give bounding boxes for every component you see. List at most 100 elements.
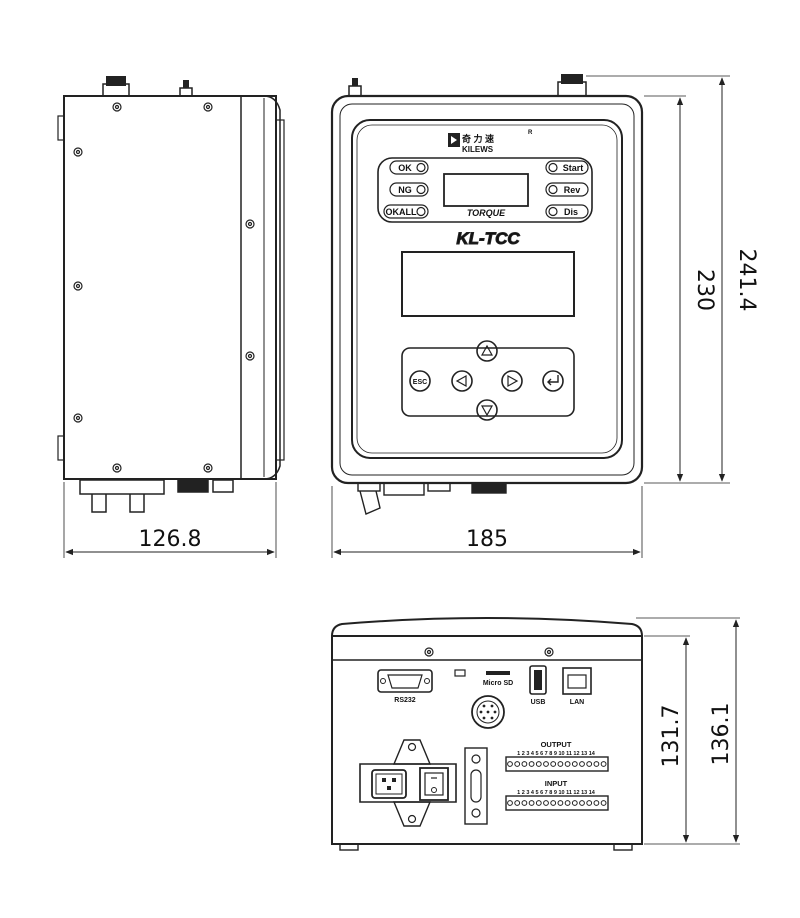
arrow-left-icon: [455, 374, 467, 388]
left-button[interactable]: [451, 370, 473, 392]
terminal-pin: [564, 800, 571, 806]
terminal-pin: [528, 800, 535, 806]
svg-text:OKALL: OKALL: [386, 207, 417, 217]
svg-text:USB: USB: [531, 699, 546, 706]
top-connector: [561, 74, 583, 84]
bottom-connectors: [79, 479, 234, 513]
terminal-pin: [571, 761, 578, 767]
svg-text:LAN: LAN: [570, 699, 584, 706]
screw-icon: [112, 463, 122, 473]
model-label: KL-TCC: [456, 229, 520, 248]
microsd-slot[interactable]: Micro SD: [483, 671, 513, 687]
side-width-dimension: 126.8: [139, 527, 202, 552]
terminal-pin: [535, 800, 542, 806]
screw-icon: [245, 351, 255, 361]
arrow-right-icon: [507, 374, 519, 388]
svg-text:1 2 3 4 5 6 7 8 9 10 11 12 13: 1 2 3 4 5 6 7 8 9 10 11 12 13 14: [517, 751, 596, 757]
right-button[interactable]: [501, 370, 523, 392]
terminal-pin: [579, 761, 585, 767]
enter-icon: [547, 375, 559, 386]
led-icon: [548, 206, 558, 217]
led-icon: [548, 184, 558, 195]
terminal-pin: [564, 761, 571, 767]
svg-text:Rev: Rev: [564, 185, 581, 195]
led-icon: [416, 184, 426, 195]
output-terminal[interactable]: OUTPUT 1 2 3 4 5 6 7 8 9 10 11 12 13 14: [505, 740, 609, 772]
screw-icon: [73, 281, 83, 291]
svg-text:NG: NG: [398, 185, 412, 195]
terminal-pin: [521, 761, 528, 767]
svg-text:Start: Start: [563, 163, 584, 173]
svg-text:ESC: ESC: [413, 379, 427, 386]
terminal-pin: [579, 800, 585, 806]
terminal-pin: [543, 800, 549, 806]
svg-text:INPUT: INPUT: [545, 779, 568, 788]
rs232-port[interactable]: RS232: [377, 669, 433, 704]
indicator-rev: Rev: [545, 182, 589, 197]
input-terminal[interactable]: INPUT 1 2 3 4 5 6 7 8 9 10 11 12 13 14: [505, 779, 609, 811]
terminal-pin: [557, 800, 564, 806]
esc-button[interactable]: ESC: [409, 370, 431, 392]
up-button[interactable]: [476, 340, 498, 362]
top-pin: [352, 78, 358, 86]
indicator-frame: [377, 157, 593, 223]
led-icon: [416, 206, 426, 217]
svg-text:R: R: [528, 130, 533, 136]
terminal-pin: [557, 761, 564, 767]
status-led: [454, 669, 466, 677]
power-inlet[interactable]: [359, 739, 457, 827]
back-body: [331, 635, 643, 845]
terminal-pin: [550, 800, 557, 806]
terminal-pin: [543, 761, 549, 767]
enter-button[interactable]: [542, 370, 564, 392]
back-view: RS232 Micro SD USB LAN: [331, 617, 740, 851]
front-panel: [351, 119, 623, 459]
back-height-total-dimension: 136.1: [709, 703, 734, 766]
screw-icon: [424, 647, 434, 657]
indicator-ng: NG: [389, 182, 429, 197]
screw-icon: [73, 147, 83, 157]
screw-icon: [203, 102, 213, 112]
side-view: 126.8: [57, 76, 285, 558]
power-switch[interactable]: [419, 767, 449, 801]
down-button[interactable]: [476, 399, 498, 421]
front-view: 奇 力 速 KILEWS R TORQUE OK NG OKALL: [330, 74, 759, 558]
top-connector: [106, 76, 126, 86]
front-body: [330, 94, 644, 485]
svg-text:Dis: Dis: [564, 207, 578, 217]
terminal-pin: [550, 761, 557, 767]
terminal-pin: [507, 761, 513, 767]
front-height-dimension: 230: [692, 269, 717, 311]
ground-terminal: [464, 747, 488, 825]
svg-text:奇 力 速: 奇 力 速: [462, 133, 494, 144]
arrow-down-icon: [480, 405, 494, 417]
screw-icon: [203, 463, 213, 473]
round-connector[interactable]: [471, 695, 505, 729]
indicator-dis: Dis: [545, 204, 589, 219]
terminal-pin: [600, 800, 607, 806]
screw-icon: [73, 413, 83, 423]
terminal-pin: [514, 800, 521, 806]
screw-icon: [245, 219, 255, 229]
back-height-dimension: 131.7: [659, 705, 684, 768]
terminal-pin: [528, 761, 535, 767]
main-display: [401, 251, 575, 317]
indicator-start: Start: [545, 160, 589, 175]
indicator-ok: OK: [389, 160, 429, 175]
terminal-pin: [586, 800, 593, 806]
lan-port[interactable]: LAN: [562, 667, 592, 706]
indicator-okall: OKALL: [383, 204, 429, 219]
torque-label: TORQUE: [467, 208, 506, 218]
svg-text:OUTPUT: OUTPUT: [541, 740, 572, 749]
terminal-pin: [593, 800, 600, 806]
terminal-pin: [586, 761, 593, 767]
led-icon: [416, 162, 426, 173]
usb-port[interactable]: USB: [529, 665, 547, 706]
terminal-pin: [507, 800, 513, 806]
arrow-up-icon: [480, 344, 494, 356]
svg-text:RS232: RS232: [394, 697, 416, 704]
terminal-pin: [535, 761, 542, 767]
svg-text:Micro SD: Micro SD: [483, 680, 513, 687]
brand-logo: 奇 力 速 KILEWS R: [448, 130, 533, 154]
